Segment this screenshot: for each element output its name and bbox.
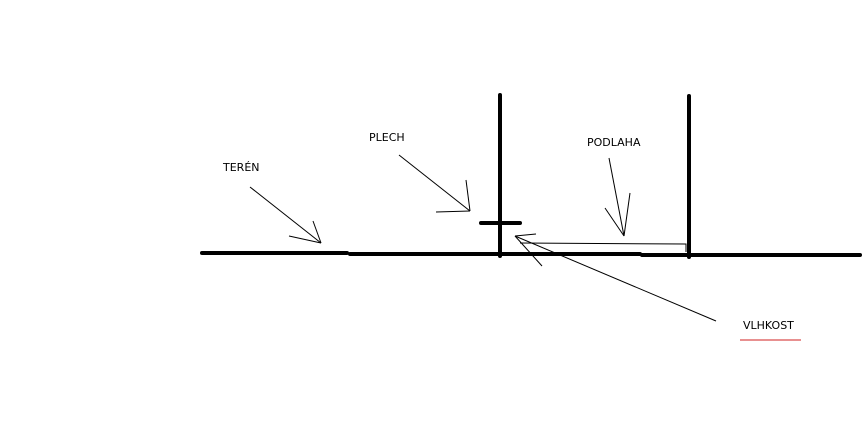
label-plech: PLECH — [369, 131, 405, 144]
arrow-teren — [249, 186, 322, 244]
label-podlaha: PODLAHA — [587, 136, 641, 149]
label-teren: TERÉN — [223, 161, 260, 174]
arrow-plech — [398, 154, 471, 213]
label-vlhkost: VLHKOST — [743, 319, 794, 332]
arrow-podlaha — [604, 157, 631, 237]
arrow-vlhkost — [514, 233, 717, 322]
floor-line — [519, 242, 687, 252]
ground-line — [200, 251, 862, 257]
